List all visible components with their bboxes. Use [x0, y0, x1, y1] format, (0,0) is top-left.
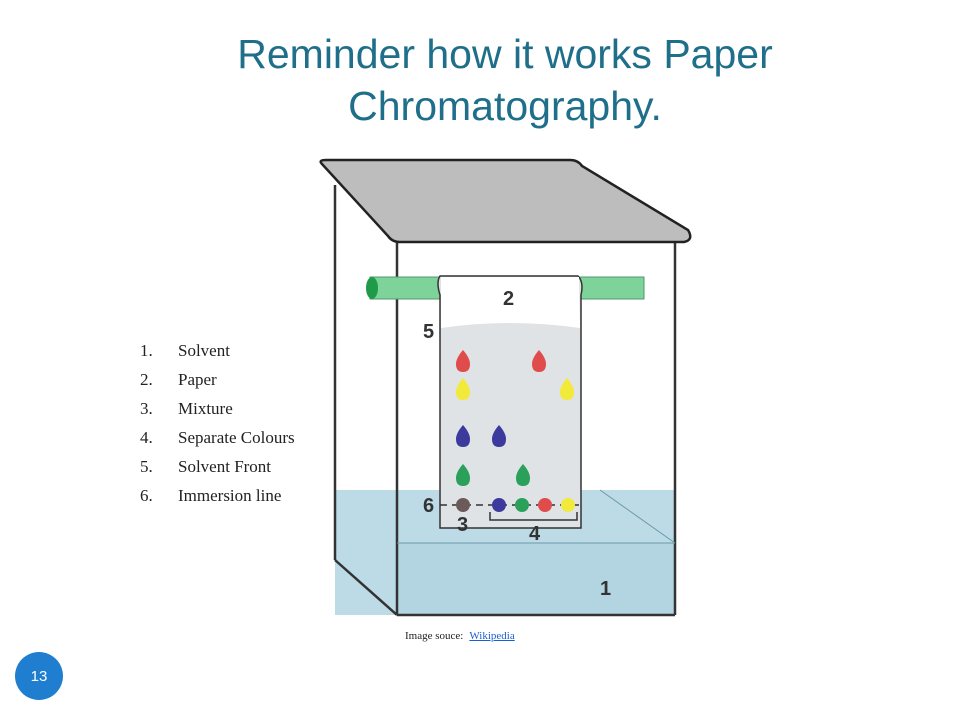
mixture-dot — [456, 498, 470, 512]
legend-item: 2.Paper — [140, 365, 295, 394]
label-mixture: 3 — [457, 514, 468, 536]
legend-list: 1.Solvent 2.Paper 3.Mixture 4.Separate C… — [140, 336, 295, 510]
separated-dot-blue — [492, 498, 506, 512]
legend-item: 3.Mixture — [140, 394, 295, 423]
tank-lid — [319, 158, 692, 244]
separated-bracket — [489, 512, 578, 521]
color-spots — [456, 350, 574, 486]
slide-title: Reminder how it works Paper Chromatograp… — [237, 31, 773, 129]
solvent-front-face — [397, 543, 675, 615]
label-solvent: 1 — [600, 578, 611, 600]
separated-dot-green — [515, 498, 529, 512]
chromatography-diagram: 1 2 3 4 5 6 — [319, 158, 692, 617]
support-rod-end — [366, 277, 378, 299]
source-link[interactable]: Wikipedia — [469, 630, 515, 642]
label-separate-colours: 4 — [529, 523, 541, 545]
legend-item: 4.Separate Colours — [140, 423, 295, 452]
legend-item: 5.Solvent Front — [140, 452, 295, 481]
label-paper: 2 — [503, 288, 514, 310]
separated-dot-yellow — [561, 498, 575, 512]
legend-label: Immersion line — [178, 486, 282, 505]
legend-label: Solvent — [178, 341, 230, 360]
legend-label: Separate Colours — [178, 428, 295, 447]
legend-item: 6.Immersion line — [140, 481, 295, 510]
paper-strip — [437, 275, 583, 529]
legend-label: Paper — [178, 370, 217, 389]
legend-label: Solvent Front — [178, 457, 272, 476]
image-source: Image souce: Wikipedia — [405, 630, 515, 642]
legend-label: Mixture — [178, 399, 233, 418]
tank — [333, 185, 677, 617]
label-solvent-front: 5 — [423, 321, 434, 343]
paper-top — [441, 277, 580, 328]
page-number-badge: 13 — [15, 652, 63, 700]
label-immersion-line: 6 — [423, 495, 434, 517]
legend-item: 1.Solvent — [140, 336, 295, 365]
source-prefix: Image souce: — [405, 630, 464, 642]
separated-dot-red — [538, 498, 552, 512]
